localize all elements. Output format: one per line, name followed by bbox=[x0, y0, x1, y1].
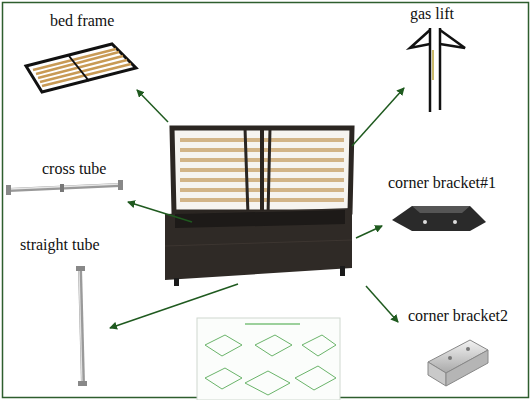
cross-tube-icon bbox=[6, 180, 123, 195]
callout-arrows bbox=[110, 88, 404, 328]
bed-frame-icon bbox=[26, 44, 136, 92]
part-name: cross tube bbox=[42, 160, 106, 178]
part-name: gas lift bbox=[410, 5, 454, 23]
part-name: straight tube bbox=[20, 236, 100, 254]
part-name: corner bracket#1 bbox=[388, 174, 496, 192]
corner-bracket-2-icon bbox=[428, 340, 488, 386]
straight-tube-icon bbox=[76, 266, 87, 386]
storage-bed-photo bbox=[165, 128, 352, 286]
instruction-sheet bbox=[197, 318, 340, 400]
corner-bracket-1-icon bbox=[392, 206, 486, 231]
gas-lift-icon bbox=[410, 28, 465, 112]
part-name: bed frame bbox=[50, 12, 114, 30]
part-name: corner bracket2 bbox=[408, 307, 508, 325]
